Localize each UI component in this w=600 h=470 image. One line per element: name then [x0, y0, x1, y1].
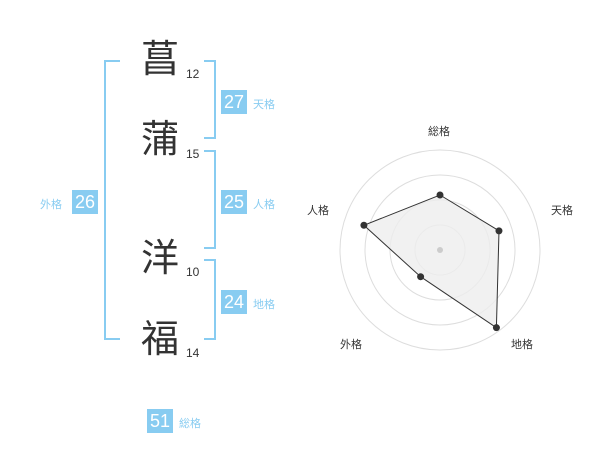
jinkaku-bracket-line [214, 150, 216, 249]
chikaku-bracket-top [204, 259, 216, 261]
soukaku-badge: 51 [147, 409, 173, 433]
name-char-1-strokes: 12 [186, 67, 200, 81]
radar-axis-label-gaikaku: 外格 [340, 338, 362, 351]
jinkaku-label: 人格 [253, 198, 275, 211]
chikaku-bracket-bottom [204, 338, 216, 340]
chikaku-badge: 24 [221, 290, 247, 314]
tenkaku-bracket-top [204, 60, 216, 62]
name-char-4-strokes: 14 [186, 346, 200, 360]
name-char-1: 菖 [141, 37, 180, 81]
tenkaku-bracket-line [214, 60, 216, 139]
radar-ring-3 [364, 174, 516, 326]
name-char-2-strokes: 15 [186, 147, 200, 161]
radar-point-2 [495, 227, 503, 235]
radar-ring-4 [339, 149, 541, 351]
name-char-3: 洋 [141, 236, 180, 280]
tenkaku-bracket-bottom [204, 137, 216, 139]
name-char-2: 蒲 [141, 117, 180, 161]
name-char-3-strokes: 10 [186, 265, 200, 279]
radar-center-dot [437, 247, 443, 253]
chikaku-bracket-line [214, 259, 216, 340]
jinkaku-badge: 25 [221, 190, 247, 214]
jinkaku-bracket-top [204, 150, 216, 152]
chikaku-label: 地格 [253, 298, 275, 311]
jinkaku-bracket-bottom [204, 247, 216, 249]
soukaku-label: 総格 [179, 417, 201, 430]
name-char-4: 福 [141, 317, 180, 361]
radar-point-4 [417, 273, 425, 281]
radar-point-1 [436, 191, 444, 199]
radar-value-polygon [362, 194, 500, 329]
radar-axis-label-tenkaku: 天格 [551, 204, 573, 217]
gaikaku-bracket-bottom [104, 338, 120, 340]
radar-axis-label-soukaku: 総格 [428, 125, 450, 138]
radar-axis-label-jinkaku: 人格 [307, 204, 329, 217]
radar-axis-label-chikaku: 地格 [511, 338, 533, 351]
tenkaku-label: 天格 [253, 98, 275, 111]
radar-point-5 [360, 221, 368, 229]
gaikaku-label: 外格 [40, 198, 62, 211]
radar-point-3 [492, 324, 500, 332]
gaikaku-bracket-top [104, 60, 120, 62]
gaikaku-bracket-line [104, 60, 106, 340]
tenkaku-badge: 27 [221, 90, 247, 114]
gaikaku-badge: 26 [72, 190, 98, 214]
